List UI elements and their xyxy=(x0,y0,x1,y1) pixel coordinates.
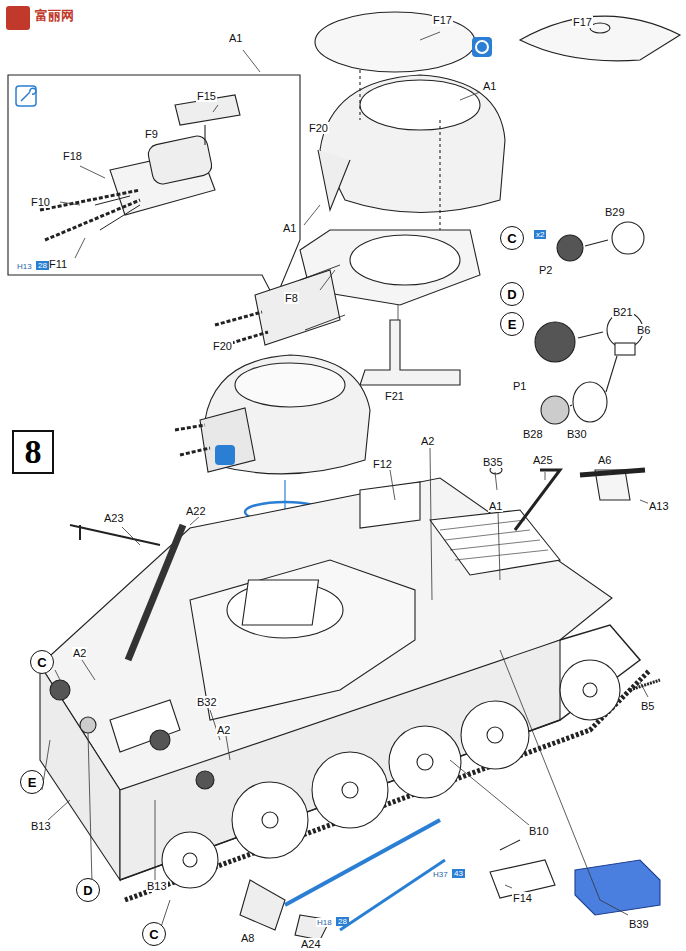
node-text: C xyxy=(149,927,158,942)
watermark: 富丽网 xyxy=(34,10,75,22)
part-number: B10 xyxy=(528,825,550,837)
part-number: F12 xyxy=(372,458,393,470)
part-number: B6 xyxy=(636,324,651,336)
part-number: A1 xyxy=(282,222,297,234)
part-number: A1 xyxy=(228,32,243,44)
node-text: D xyxy=(507,287,516,302)
part-number: B13 xyxy=(30,820,52,832)
part-number: A22 xyxy=(185,505,207,517)
paint-reference: 28 xyxy=(36,261,49,270)
part-number: B29 xyxy=(604,206,626,218)
part-number: F18 xyxy=(62,150,83,162)
part-number: B13 xyxy=(146,880,168,892)
node-text: D xyxy=(83,883,92,898)
part-number: A24 xyxy=(300,938,322,950)
view-letter-circle: C xyxy=(500,226,524,250)
node-text: E xyxy=(508,317,517,332)
paint-reference: x2 xyxy=(534,230,546,239)
part-number: F20 xyxy=(212,340,233,352)
part-number: A2 xyxy=(72,647,87,659)
part-number: F8 xyxy=(284,292,299,304)
part-number: B5 xyxy=(640,700,655,712)
part-number: B35 xyxy=(482,456,504,468)
part-number: A13 xyxy=(648,500,670,512)
paint-reference: H18 xyxy=(316,918,333,927)
part-number: F10 xyxy=(30,196,51,208)
part-number: P2 xyxy=(538,264,553,276)
view-letter-circle: C xyxy=(30,650,54,674)
paint-reference: 28 xyxy=(336,917,349,926)
part-number: B39 xyxy=(628,918,650,930)
part-number: F14 xyxy=(512,892,533,904)
part-number: A2 xyxy=(420,435,435,447)
part-number: B30 xyxy=(566,428,588,440)
view-letter-circle: C xyxy=(142,922,166,946)
part-number: B28 xyxy=(522,428,544,440)
view-letter-circle: D xyxy=(500,282,524,306)
part-number: B21 xyxy=(612,306,634,318)
view-letter-circle: D xyxy=(76,878,100,902)
part-number: P1 xyxy=(512,380,527,392)
part-number: A6 xyxy=(597,454,612,466)
node-text: C xyxy=(37,655,46,670)
part-number: F17 xyxy=(572,16,593,28)
part-number: A23 xyxy=(103,512,125,524)
node-text: 8 xyxy=(25,433,42,471)
paint-reference: 43 xyxy=(452,869,465,878)
part-number: F11 xyxy=(48,258,68,270)
view-letter-circle: E xyxy=(20,770,44,794)
part-number: F17 xyxy=(432,14,453,26)
part-number: F15 xyxy=(196,90,217,102)
view-letter-circle: E xyxy=(500,312,524,336)
paint-reference: H13 xyxy=(16,262,33,271)
node-text: C xyxy=(507,231,516,246)
part-number: A1 xyxy=(482,80,497,92)
part-number: A2 xyxy=(216,724,231,736)
part-number: F21 xyxy=(384,390,405,402)
paint-reference: H37 xyxy=(432,870,449,879)
part-number: A25 xyxy=(532,454,554,466)
step-number-box: 8 xyxy=(12,430,54,474)
part-number: F20 xyxy=(308,122,329,134)
part-number: F9 xyxy=(144,128,159,140)
part-number: B32 xyxy=(196,696,218,708)
node-text: E xyxy=(28,775,37,790)
part-number: A1 xyxy=(488,500,503,512)
part-number: A8 xyxy=(240,932,255,944)
